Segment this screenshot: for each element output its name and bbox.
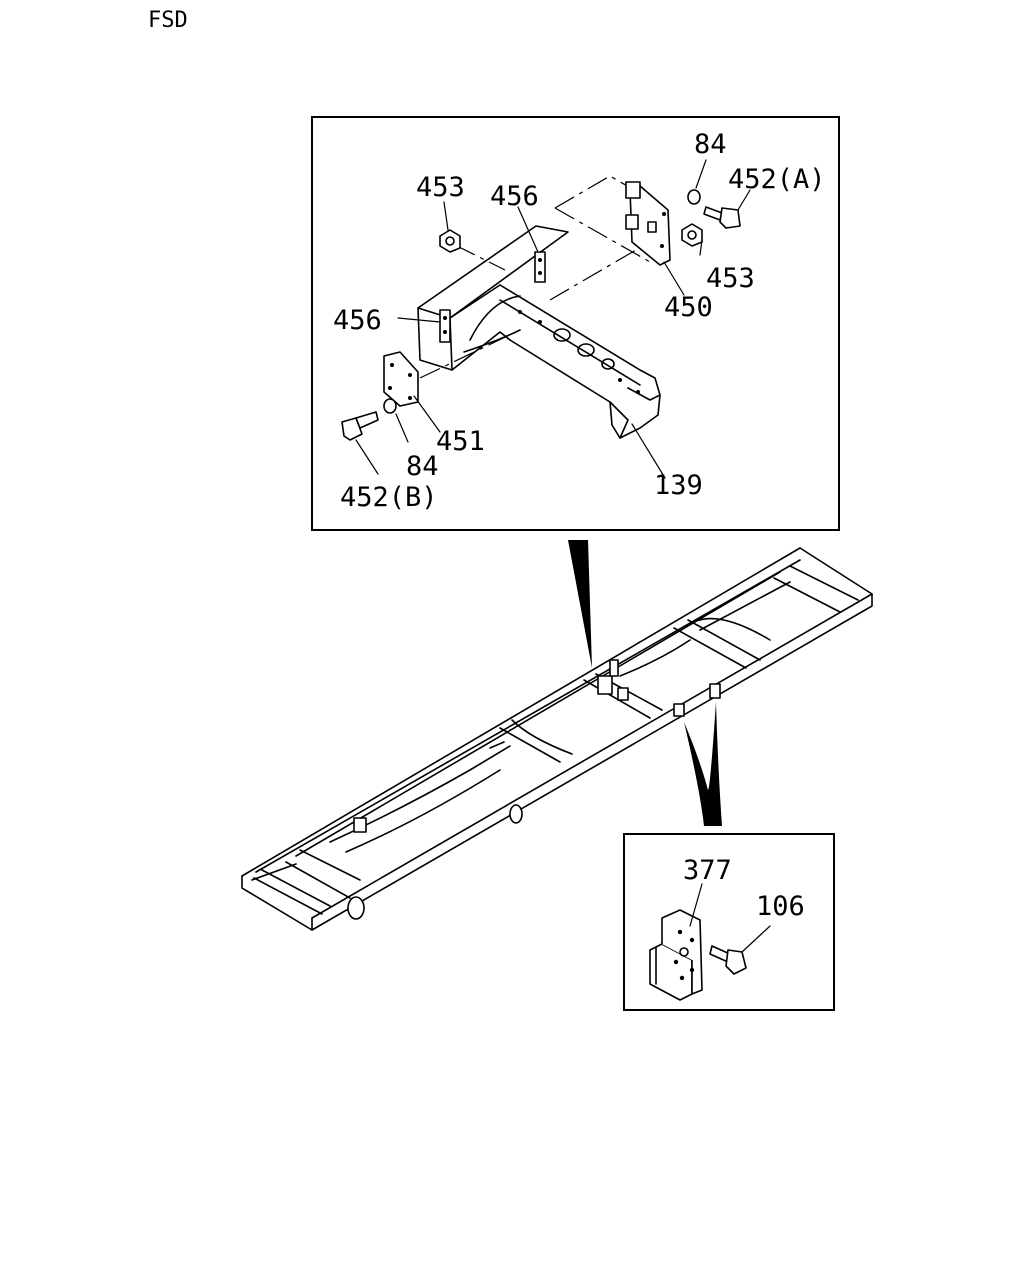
- bolt-106: [709, 945, 747, 975]
- detail-frame-upper: [311, 116, 840, 531]
- label-453-left: 453: [416, 172, 465, 203]
- chassis-frame: [241, 547, 873, 931]
- label-84-lower: 84: [406, 451, 439, 482]
- label-84-upper: 84: [694, 129, 727, 160]
- washer-84-lower: [383, 398, 397, 414]
- plate-450: [625, 181, 671, 266]
- label-139: 139: [654, 470, 703, 501]
- label-456-top: 456: [490, 181, 539, 212]
- bolt-452a: [703, 206, 741, 229]
- nut-453-right: [681, 223, 703, 247]
- label-456-left: 456: [333, 305, 382, 336]
- label-450: 450: [664, 292, 713, 323]
- plate-451: [383, 351, 419, 407]
- diagram-code: FSD: [148, 8, 188, 33]
- label-106: 106: [756, 891, 805, 922]
- bolt-452b: [341, 411, 379, 441]
- label-452b: 452(B): [340, 482, 438, 513]
- nut-453-left: [439, 229, 461, 253]
- pointer-upper-detail: [568, 540, 592, 668]
- label-377: 377: [683, 855, 732, 886]
- detail-frame-lower: [623, 833, 835, 1011]
- label-452a: 452(A): [728, 164, 826, 195]
- label-451: 451: [436, 426, 485, 457]
- washer-84-upper: [687, 189, 701, 205]
- pointer-lower-detail: [684, 702, 722, 826]
- bracket-377: [649, 909, 703, 1001]
- label-453-right: 453: [706, 263, 755, 294]
